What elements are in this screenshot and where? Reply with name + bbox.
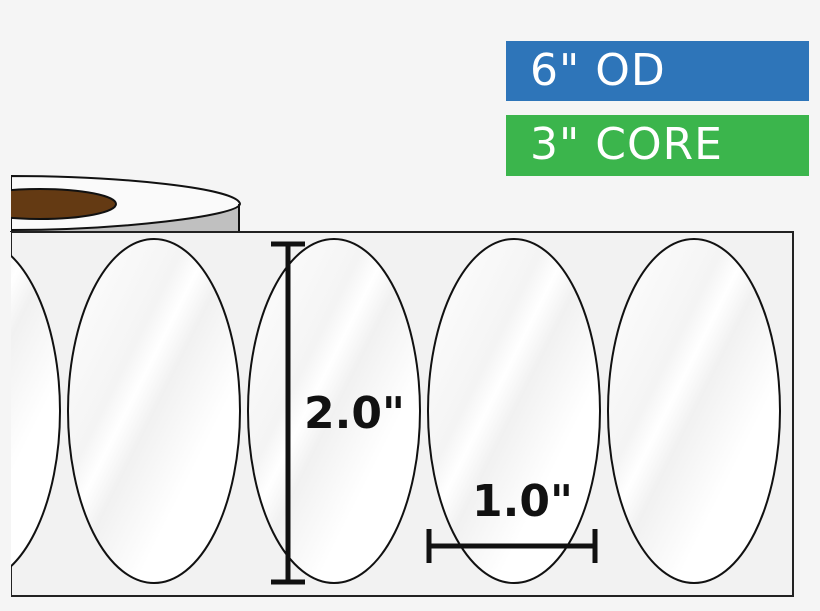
core-size-badge: 3" CORE bbox=[506, 115, 809, 176]
oval-label bbox=[11, 254, 61, 568]
oval-label bbox=[247, 238, 421, 584]
height-dimension-icon bbox=[271, 241, 305, 585]
oval-label bbox=[427, 238, 601, 584]
width-label: 1.0" bbox=[472, 476, 573, 527]
roll-icon bbox=[0, 170, 242, 240]
roll-core-icon bbox=[0, 188, 117, 220]
oval-label bbox=[607, 238, 781, 584]
outer-diameter-badge: 6" OD bbox=[506, 41, 809, 101]
width-dimension-icon bbox=[426, 529, 598, 563]
oval-label bbox=[67, 238, 241, 584]
label-ovals bbox=[11, 238, 781, 584]
height-label: 2.0" bbox=[304, 388, 405, 439]
